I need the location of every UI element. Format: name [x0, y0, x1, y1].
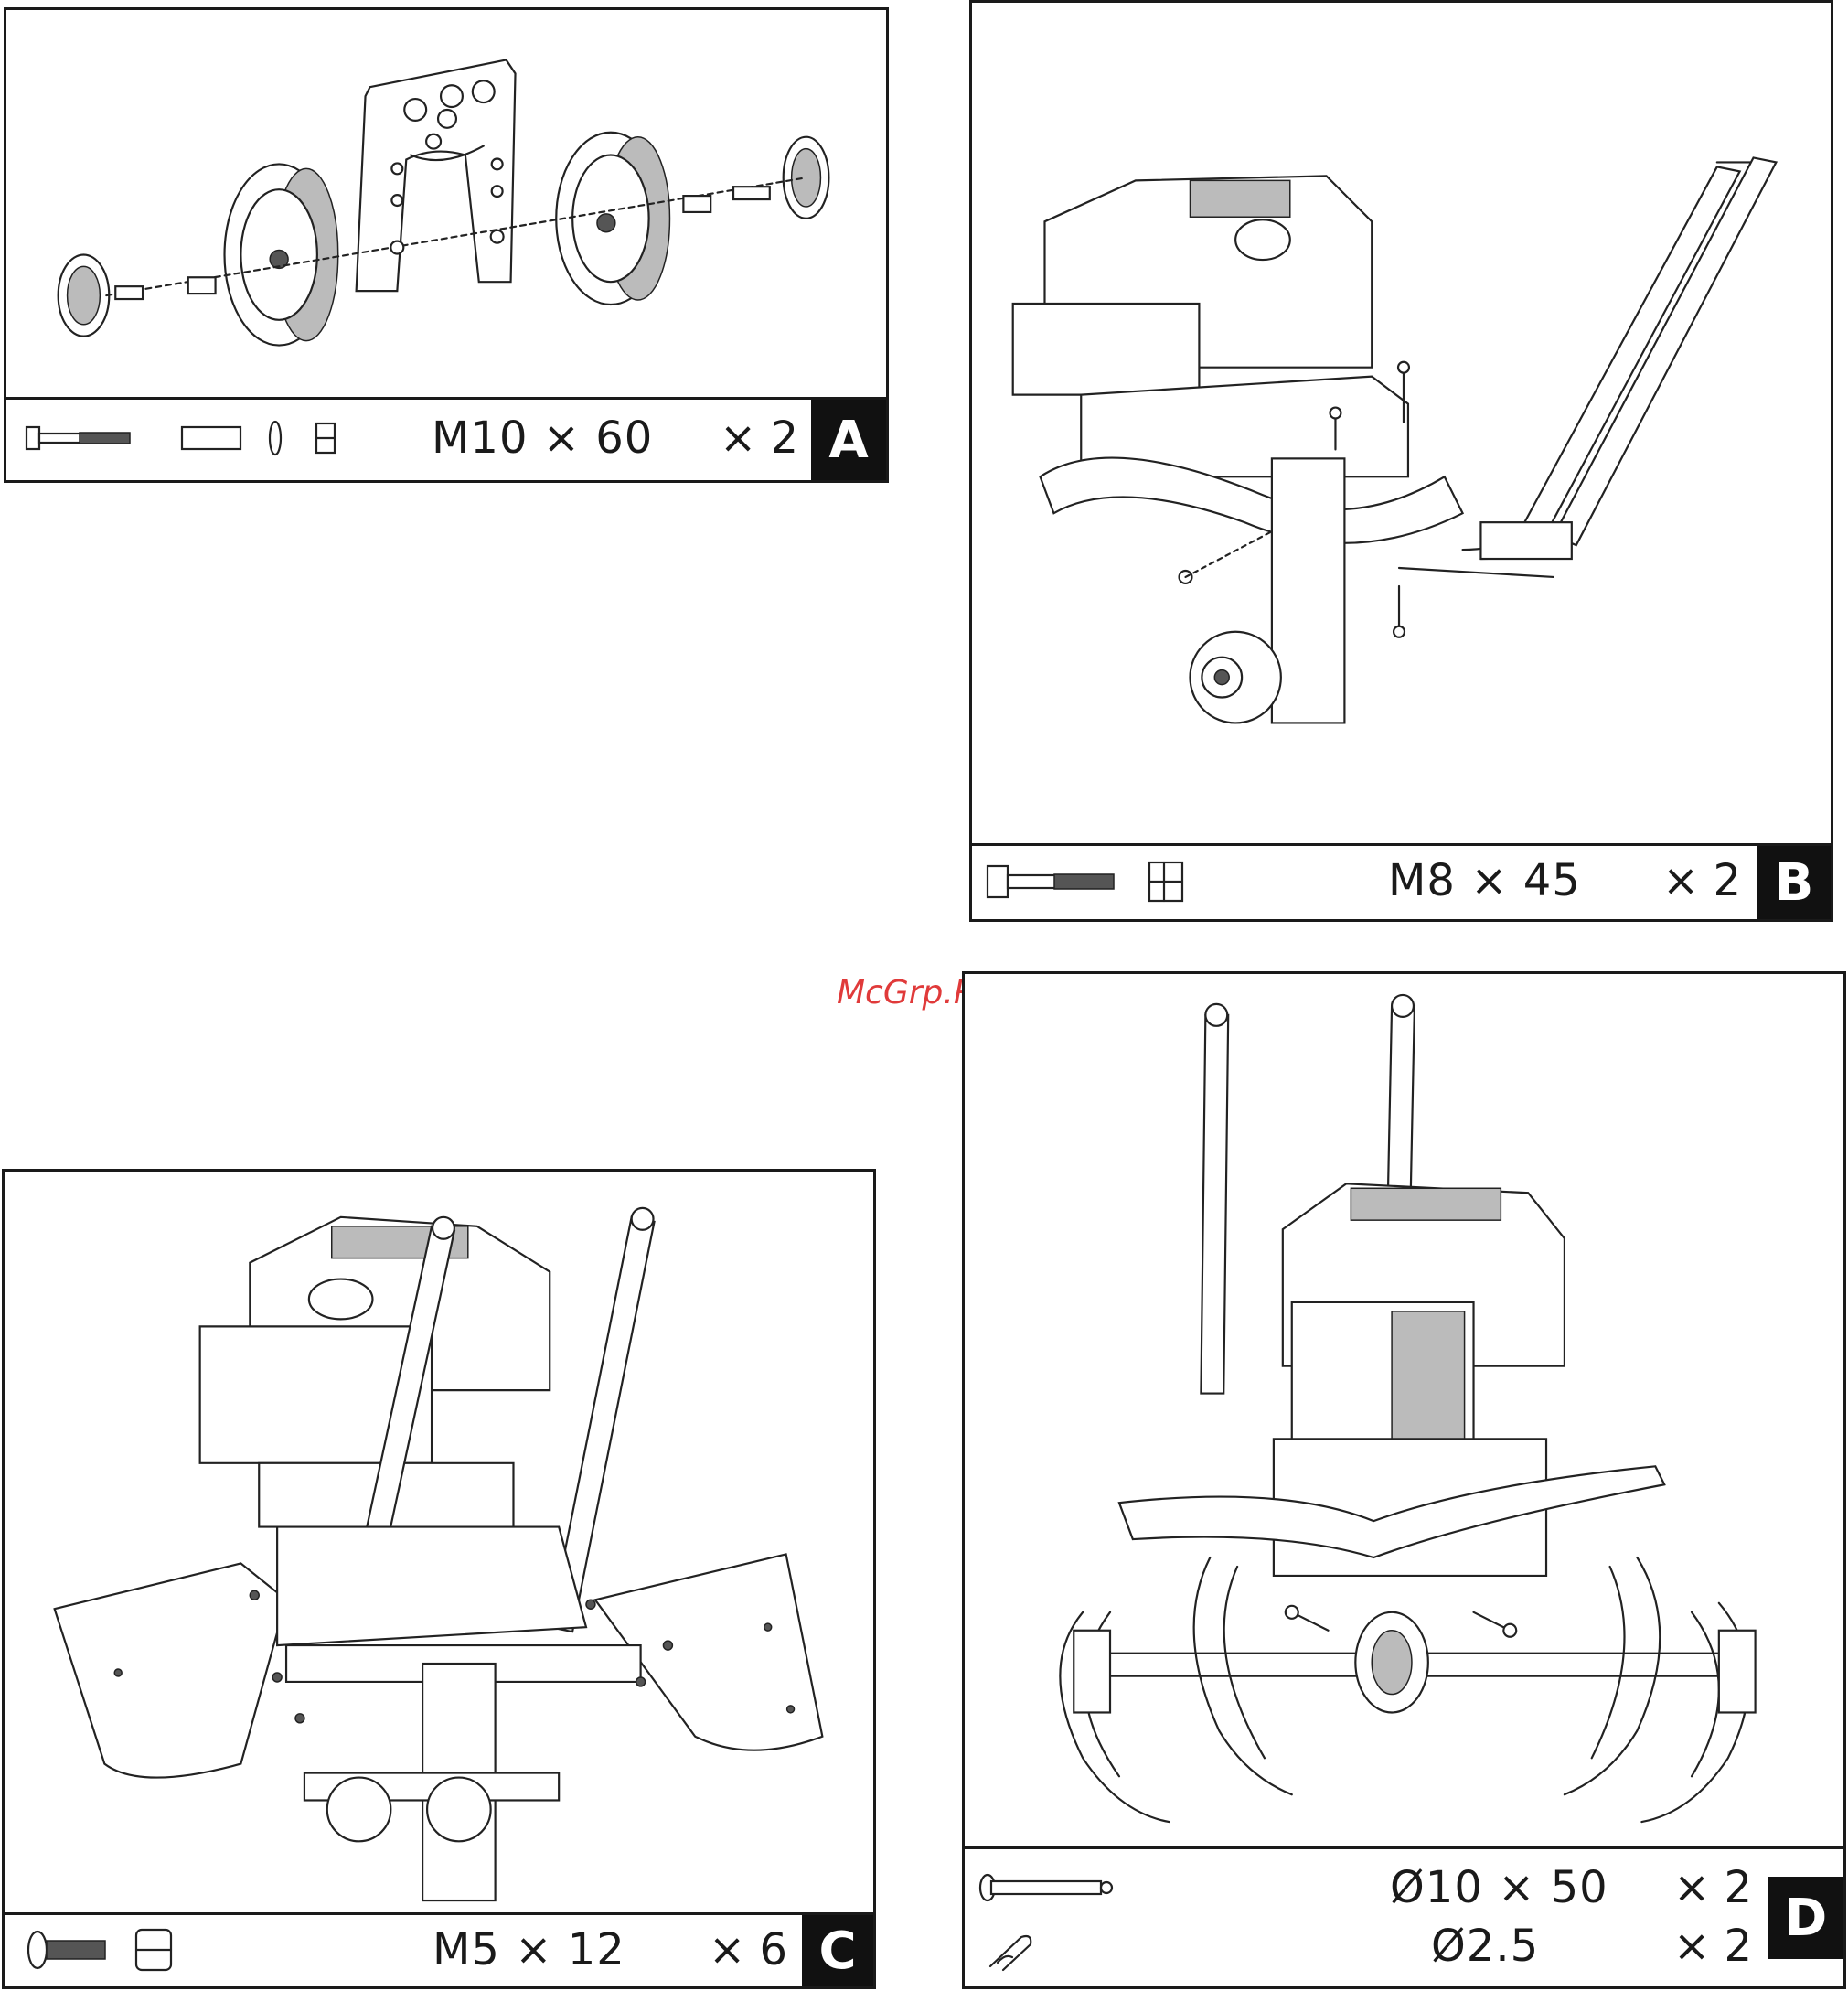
r-clip-icon	[985, 1930, 1040, 1975]
screw-icon	[25, 1928, 116, 1972]
panel-c: M5 × 12 × 6 C	[2, 1169, 876, 1989]
panel-a: M10 × 60 × 2 A	[4, 7, 889, 483]
spec-b: M8 × 45	[1388, 855, 1581, 906]
wheel-assembly-illustration	[6, 10, 886, 400]
qty-b: × 2	[1662, 855, 1741, 906]
step-letter-a: A	[811, 400, 886, 480]
washer-icon	[267, 418, 283, 458]
step-letter-b: B	[1757, 846, 1831, 919]
spacer-icon	[180, 422, 244, 455]
tine-assembly-illustration	[965, 974, 1843, 1849]
hardware-footer-b: M8 × 45 × 2 B	[972, 843, 1831, 919]
pin-icon	[978, 1869, 1125, 1906]
qty-d-pin: × 2	[1673, 1862, 1752, 1913]
qty-a: × 2	[720, 412, 798, 464]
bolt-icon	[986, 861, 1123, 903]
hardware-footer-d: Ø10 × 50 × 2 Ø2.5 × 2 D	[965, 1846, 1843, 1986]
tine-guard-illustration	[5, 1172, 873, 1915]
spec-d-pin: Ø10 × 50	[1390, 1862, 1608, 1913]
panel-b: M8 × 45 × 2 B	[969, 0, 1833, 922]
spec-c: M5 × 12	[433, 1924, 625, 1975]
panel-d: Ø10 × 50 × 2 Ø2.5 × 2 D	[962, 971, 1846, 1989]
nut-icon	[133, 1924, 178, 1975]
engine-handle-illustration	[972, 3, 1831, 846]
nut-icon	[313, 418, 340, 458]
nut-icon	[1146, 857, 1191, 906]
hardware-footer-a: M10 × 60 × 2 A	[6, 397, 886, 480]
spec-a: M10 × 60	[432, 412, 653, 464]
step-letter-d: D	[1768, 1877, 1843, 1959]
qty-c: × 6	[709, 1924, 787, 1975]
hardware-footer-c: M5 × 12 × 6 C	[5, 1912, 873, 1986]
spec-d-clip: Ø2.5	[1431, 1921, 1539, 1972]
step-letter-c: C	[802, 1915, 873, 1986]
bolt-icon	[25, 420, 139, 456]
qty-d-clip: × 2	[1673, 1921, 1752, 1972]
